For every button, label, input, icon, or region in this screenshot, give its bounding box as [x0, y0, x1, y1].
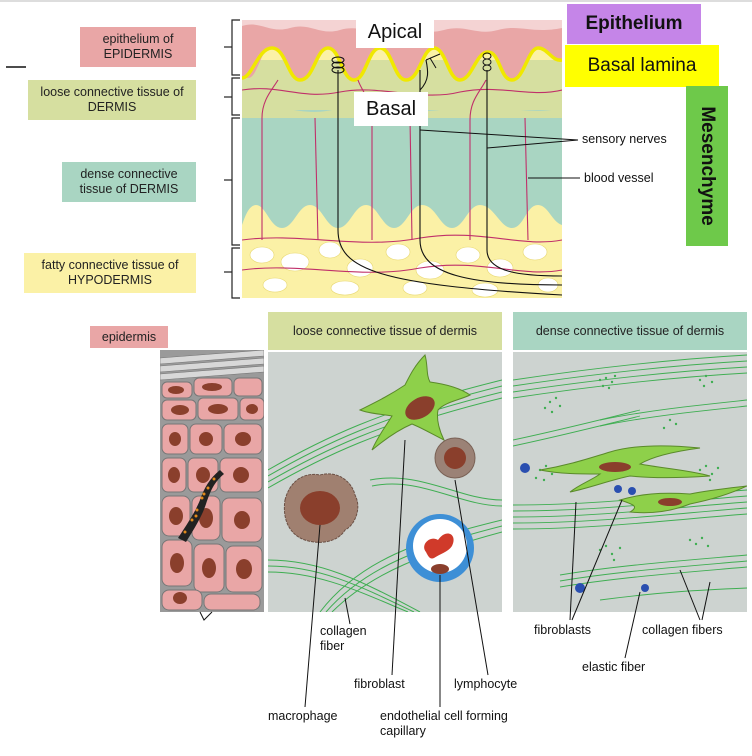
- dense-panel-header: dense connective tissue of dermis: [513, 312, 747, 350]
- bottom-leaders: [304, 439, 711, 708]
- collagen-fiber-label: collagen fiber: [320, 624, 367, 653]
- dense-dermis-layer: [242, 110, 562, 228]
- dense-fibroblast-2-nucleus: [658, 498, 682, 506]
- fiber-cross-sections: [534, 374, 720, 562]
- layer-brackets: [224, 19, 240, 299]
- keratin-layer: [160, 350, 264, 381]
- mesenchyme-label: Mesenchyme: [697, 106, 718, 226]
- nerve-endings: [331, 52, 492, 74]
- elastic-fiber-dots: [520, 463, 649, 593]
- loose-panel-art: [268, 352, 502, 612]
- endothelial-nucleus: [431, 564, 449, 574]
- fat-cells: [249, 241, 559, 298]
- lymphocyte-nucleus: [444, 447, 466, 469]
- sensory-nerves-label: sensory nerves: [582, 132, 667, 146]
- epidermal-nuclei: [168, 383, 258, 604]
- dense-bg: [513, 352, 747, 612]
- red-blood-cell: [424, 533, 454, 559]
- loose-dermis-layer: [242, 60, 562, 110]
- melanocyte: [178, 470, 224, 542]
- fibroblasts-label: fibroblasts: [534, 623, 591, 637]
- lymphocyte-label: lymphocyte: [454, 677, 518, 691]
- epithelium-tag: Epithelium: [567, 4, 701, 44]
- loose-collagen-fibers: [268, 379, 502, 612]
- dense-fibroblast-1-nucleus: [599, 462, 631, 472]
- blood-vessel-label: blood vessel: [584, 171, 654, 185]
- fibroblast-label: fibroblast: [354, 677, 405, 691]
- epidermis-layer-label: epithelium of EPIDERMIS: [80, 27, 196, 67]
- dense-dermis-label: dense connective tissue of DERMIS: [62, 162, 196, 202]
- macrophage-nucleus: [300, 491, 340, 525]
- epidermis-panel-art: [160, 350, 264, 612]
- right-leaders: [419, 129, 580, 179]
- dense-fibroblast-2: [618, 485, 747, 514]
- mesenchyme-tag: Mesenchyme: [686, 86, 728, 246]
- hypodermis-label: fatty connective tissue of HYPODERMIS: [24, 253, 196, 293]
- sensory-nerves: [337, 59, 562, 296]
- epidermis-pointer: [199, 611, 213, 621]
- epidermis-layer: [242, 20, 562, 80]
- fibroblast-nucleus: [405, 396, 435, 420]
- collagen-fibers-label: collagen fibers: [642, 623, 723, 637]
- endothelial-label: endothelial cell forming capillary: [380, 709, 508, 738]
- macrophage-label: macrophage: [268, 709, 338, 723]
- apical-label: Apical: [356, 16, 434, 48]
- melanin-granules: [183, 477, 216, 534]
- loose-dermis-label: loose connective tissue of DERMIS: [28, 80, 196, 120]
- loose-panel-header: loose connective tissue of dermis: [268, 312, 502, 350]
- elastic-fiber-label: elastic fiber: [582, 660, 646, 674]
- skin-cross-section: [242, 20, 562, 298]
- basal-label: Basal: [354, 92, 428, 126]
- dense-panel-art: [513, 352, 747, 612]
- epidermis-panel-header: epidermis: [90, 326, 168, 348]
- basal-lamina-line: [242, 46, 562, 82]
- basal-lamina-tag: Basal lamina: [565, 45, 719, 87]
